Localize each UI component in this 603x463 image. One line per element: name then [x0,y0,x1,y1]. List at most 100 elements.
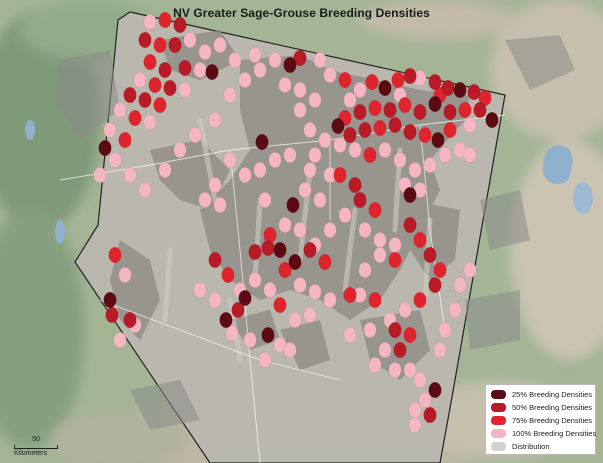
density-point-100 [298,181,312,199]
density-point-75 [398,96,412,114]
density-point-100 [223,86,237,104]
legend-label-75: 75% Breeding Densities [512,416,593,425]
scale-bar-value: 50 [32,436,40,443]
density-point-100 [208,176,222,194]
density-point-100 [183,31,197,49]
density-point-100 [418,391,432,409]
great-salt-lake [542,145,573,185]
density-point-100 [388,361,402,379]
density-point-50 [348,176,362,194]
density-point-50 [423,406,437,424]
density-point-100 [173,141,187,159]
density-point-50 [208,251,222,269]
density-point-100 [308,146,322,164]
density-point-100 [323,291,337,309]
density-point-100 [293,81,307,99]
density-point-25 [431,131,445,149]
density-point-75 [373,119,387,137]
density-point-100 [303,306,317,324]
density-point-100 [293,276,307,294]
density-point-100 [248,46,262,64]
density-point-50 [473,101,487,119]
density-points [93,11,499,434]
density-point-100 [308,91,322,109]
density-point-100 [258,351,272,369]
density-point-50 [388,321,402,339]
density-point-100 [323,221,337,239]
scale-bar-line [14,445,58,449]
density-point-100 [253,61,267,79]
density-point-100 [113,331,127,349]
density-point-25 [98,139,112,157]
density-point-100 [333,136,347,154]
density-point-100 [228,51,242,69]
density-point-75 [153,96,167,114]
lake-west-2 [55,220,65,244]
scale-bar-unit: Kilometers [14,450,48,457]
density-point-100 [343,91,357,109]
legend-item-distribution: Distribution [491,440,590,453]
density-point-100 [438,146,452,164]
density-point-100 [193,281,207,299]
density-point-75 [128,109,142,127]
legend-label-25: 25% Breeding Densities [512,390,593,399]
density-point-100 [308,283,322,301]
density-point-75 [343,286,357,304]
density-point-100 [358,261,372,279]
legend-swatch-25 [491,390,506,399]
density-point-100 [408,416,422,434]
density-point-100 [283,146,297,164]
density-point-100 [288,311,302,329]
density-point-25 [403,186,417,204]
density-point-100 [103,121,117,139]
map-title: NV Greater Sage-Grouse Breeding Densitie… [173,6,430,20]
density-point-100 [93,166,107,184]
density-point-100 [143,13,157,31]
density-point-100 [238,71,252,89]
density-point-25 [238,289,252,307]
density-point-50 [138,91,152,109]
density-point-25 [428,381,442,399]
density-point-100 [268,151,282,169]
density-point-25 [219,311,233,329]
legend-item-25: 25% Breeding Densities [491,388,593,401]
density-point-25 [453,81,467,99]
density-point-50 [173,16,187,34]
density-point-100 [463,146,477,164]
density-point-50 [388,116,402,134]
density-point-100 [178,81,192,99]
density-point-25 [378,79,392,97]
density-point-100 [208,111,222,129]
density-point-50 [353,191,367,209]
density-point-100 [343,326,357,344]
density-point-75 [158,11,172,29]
density-point-100 [353,81,367,99]
density-point-50 [467,83,481,101]
density-point-25 [283,56,297,74]
legend-item-100: 100% Breeding Densities [491,427,596,440]
density-point-50 [428,73,442,91]
density-point-50 [441,79,455,97]
density-point-100 [323,66,337,84]
density-point-75 [108,246,122,264]
density-point-75 [433,261,447,279]
legend-swatch-distribution [491,442,506,451]
density-point-75 [413,231,427,249]
density-point-100 [363,321,377,339]
density-point-50 [231,301,245,319]
density-point-100 [313,191,327,209]
density-point-100 [408,161,422,179]
density-point-50 [123,86,137,104]
density-point-100 [118,266,132,284]
density-point-75 [365,73,379,91]
density-point-100 [278,76,292,94]
density-point-75 [388,251,402,269]
density-point-75 [333,166,347,184]
density-point-100 [463,116,477,134]
density-point-100 [373,231,387,249]
density-point-75 [368,201,382,219]
distribution-outside [55,35,575,430]
density-point-50 [123,311,137,329]
density-point-100 [193,61,207,79]
